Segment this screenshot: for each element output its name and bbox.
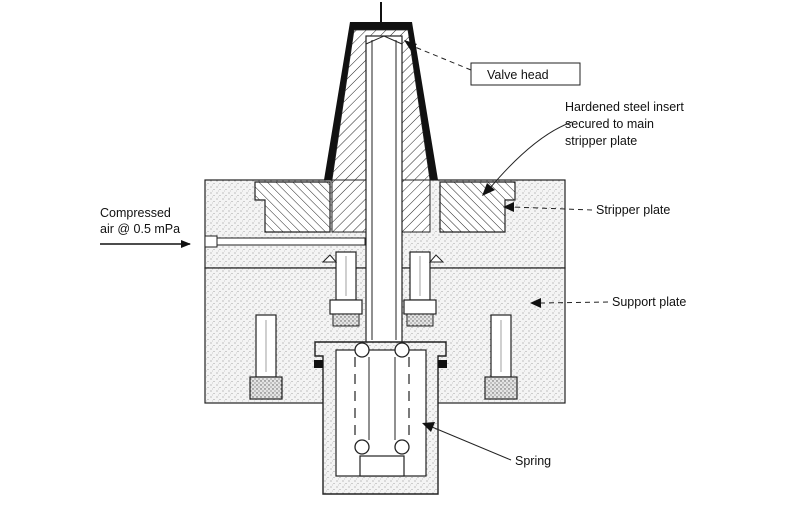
insert-label-line3: stripper plate <box>565 134 637 148</box>
spring-housing-cavity <box>335 349 427 477</box>
spring-label: Spring <box>515 454 551 468</box>
housing-gasket-left <box>314 360 323 368</box>
stripper-plate-label: Stripper plate <box>596 203 670 217</box>
compressed-air-label-line1: Compressed <box>100 206 171 220</box>
insert-leader <box>489 121 573 189</box>
bolt-lower-right <box>484 314 518 400</box>
stripper-plate-arrowhead <box>503 202 514 212</box>
valve-head-arrowhead <box>404 40 417 51</box>
air-inlet-fitting <box>204 235 218 248</box>
bolt-lower-left <box>249 314 283 400</box>
spring-arrowhead <box>422 422 435 432</box>
valve-head-label: Valve head <box>487 68 549 82</box>
bore-top-cap <box>365 35 403 45</box>
compressed-air-label-line2: air @ 0.5 mPa <box>100 222 180 236</box>
wedge-left <box>321 254 338 263</box>
spring <box>354 342 410 455</box>
spring-leader <box>431 426 512 461</box>
insert-label-line2: secured to main <box>565 117 654 131</box>
insert-arrowhead <box>482 183 495 196</box>
stem-end-block <box>359 455 405 477</box>
bolt-upper-right <box>403 251 437 327</box>
housing-gasket-right <box>438 360 447 368</box>
wedge-right <box>428 254 445 263</box>
valve-head-label-box <box>470 62 581 86</box>
stripper-plate-leader <box>511 206 593 211</box>
support-plate-arrowhead <box>530 298 541 308</box>
bolt-upper-left <box>329 251 363 327</box>
support-plate-leader <box>540 301 609 304</box>
insert-label-line1: Hardened steel insert <box>565 100 684 114</box>
steel-insert-right <box>439 181 516 233</box>
steel-insert-left <box>254 181 331 233</box>
valve-head-leader <box>409 44 472 71</box>
air-passage <box>204 237 366 246</box>
support-plate-label: Support plate <box>612 295 686 309</box>
